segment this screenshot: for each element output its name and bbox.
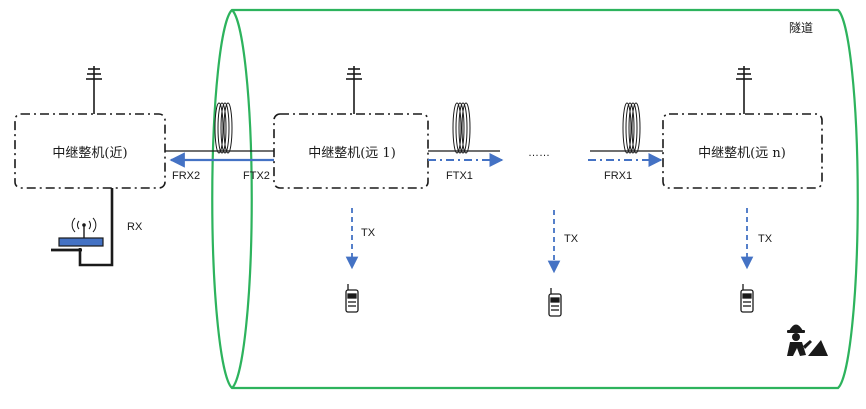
- rx-wire: [78, 188, 114, 267]
- ellipsis-label: ……: [528, 147, 550, 159]
- antenna-icon: [86, 66, 102, 114]
- rx-link: RX: [51, 188, 143, 267]
- antenna-icon: [346, 66, 362, 114]
- fiber-coil-icon: [622, 102, 641, 154]
- base-station-icon: [51, 217, 104, 252]
- repeater-far-n-label: 中继整机(远 n): [698, 146, 786, 161]
- frx2-label: FRX2: [172, 170, 200, 182]
- repeater-far-1-label: 中继整机(远 1): [308, 146, 396, 161]
- antenna-icon: [736, 66, 752, 114]
- fiber-link-far1-out: FTX1: [428, 102, 504, 182]
- fiber-coil-icon: [214, 102, 233, 154]
- repeater-near: 中继整机(近): [14, 66, 166, 189]
- tx-label: TX: [361, 227, 376, 239]
- walkie-talkie-icon: [345, 284, 359, 313]
- fiber-link-near-far1: FRX2 FTX2: [165, 102, 274, 182]
- fiber-link-farn-in: FRX1: [588, 102, 663, 182]
- frx1-label: FRX1: [604, 170, 632, 182]
- repeater-far-n: 中继整机(远 n): [662, 66, 823, 189]
- construction-worker-icon: [787, 324, 828, 356]
- walkie-talkie-icon: [548, 288, 562, 317]
- tx-link-3: TX: [740, 208, 773, 313]
- rx-label: RX: [127, 221, 143, 233]
- walkie-talkie-icon: [740, 284, 754, 313]
- ftx2-label: FTX2: [243, 170, 270, 182]
- tx-label: TX: [758, 233, 773, 245]
- tx-link-1: TX: [345, 208, 376, 313]
- ftx1-label: FTX1: [446, 170, 473, 182]
- tunnel-entrance-rim: [231, 9, 253, 389]
- tx-label: TX: [564, 233, 579, 245]
- fiber-coil-icon: [452, 102, 471, 154]
- tx-link-2: TX: [547, 210, 579, 317]
- repeater-far-1: 中继整机(远 1): [273, 66, 429, 189]
- tunnel-label: 隧道: [789, 20, 813, 35]
- tunnel-outline: [211, 8, 859, 390]
- tunnel: 隧道: [211, 8, 859, 390]
- repeater-near-label: 中继整机(近): [52, 146, 127, 161]
